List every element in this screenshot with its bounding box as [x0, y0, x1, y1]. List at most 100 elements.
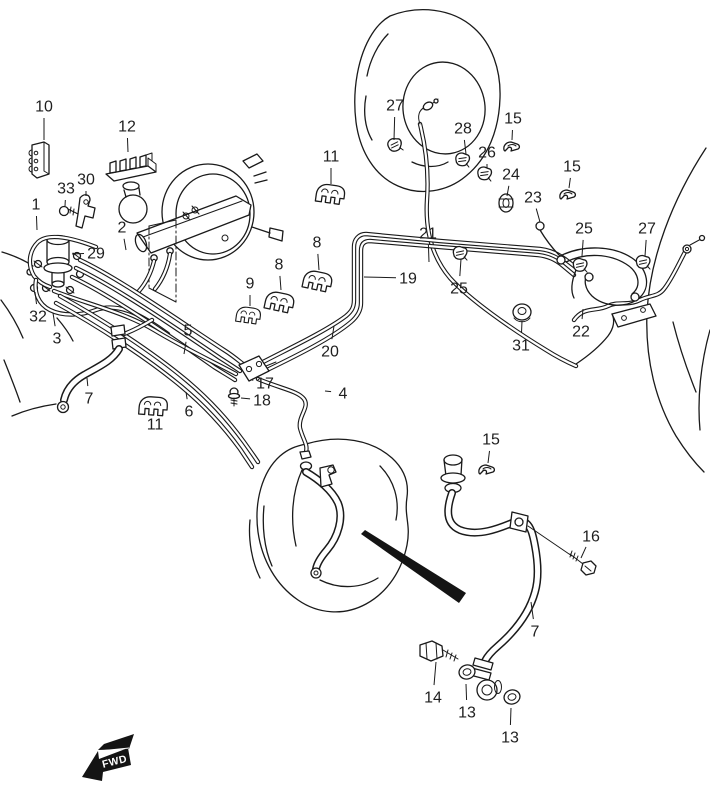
part-callout-5: 5 [184, 323, 193, 340]
leader-line-25 [459, 258, 462, 277]
clamp-8-right [301, 268, 334, 294]
bolt-33 [58, 205, 79, 217]
clamp-9 [235, 305, 262, 325]
leader-line-8 [317, 253, 320, 271]
leader-line-29 [71, 253, 85, 255]
part-callout-33: 33 [57, 181, 75, 198]
part-callout-25: 25 [575, 221, 593, 238]
part-callout-3: 3 [53, 331, 62, 348]
bracket-30 [75, 194, 96, 229]
clamp-comb-12 [105, 152, 157, 182]
leader-line-1 [35, 215, 38, 231]
leader-line-14 [433, 661, 437, 686]
leader-line-7 [530, 601, 534, 620]
leader-line-3 [52, 312, 56, 327]
part-callout-22: 22 [572, 324, 590, 341]
leader-line-15 [487, 450, 491, 464]
part-callout-2: 2 [118, 220, 127, 237]
pointer-arrow [361, 530, 466, 603]
part-callout-31: 31 [512, 338, 530, 355]
pipe-22-end-fitting [682, 234, 706, 254]
part-callout-15: 15 [563, 159, 581, 176]
front-right-brake-hose-7 [440, 454, 573, 701]
leader-line-2 [123, 238, 127, 251]
right-rear-fender-arcs [646, 147, 710, 473]
part-callout-23: 23 [524, 190, 542, 207]
part-callout-13: 13 [501, 730, 519, 747]
leader-line-7 [86, 377, 89, 387]
leader-line-25 [581, 239, 584, 257]
leader-line-13 [509, 707, 512, 726]
lspv-assembly [535, 221, 657, 365]
part-callout-32: 32 [29, 309, 47, 326]
pipe-junction-17 [238, 355, 277, 382]
leader-line-18 [240, 397, 251, 400]
part-callout-25: 25 [450, 281, 468, 298]
leader-line-5 [183, 341, 187, 355]
part-callout-29: 29 [87, 246, 105, 263]
clip-27-right [635, 254, 652, 270]
part-callout-11: 11 [323, 149, 340, 166]
part-callout-19: 19 [399, 271, 417, 288]
leader-line-4 [324, 390, 332, 393]
part-callout-6: 6 [185, 404, 194, 421]
part-callout-27: 27 [638, 221, 656, 238]
part-callout-20: 20 [321, 344, 339, 361]
leader-line-19 [363, 276, 397, 279]
leader-line-8 [279, 275, 282, 291]
clip-25-left [452, 245, 469, 261]
leader-line-23 [535, 208, 541, 223]
washer-13-a [458, 664, 476, 680]
left-fender-arcs [0, 251, 74, 417]
leader-line-22 [581, 308, 584, 320]
leader-line-13 [465, 683, 468, 701]
part-callout-28: 28 [454, 121, 472, 138]
bolt-18 [227, 387, 241, 407]
front-wheel [248, 438, 409, 613]
clamp-11-top [314, 182, 347, 206]
leader-line-6 [185, 391, 188, 400]
clamp-8-left [263, 289, 296, 315]
leader-line-27 [393, 116, 396, 141]
part-callout-30: 30 [77, 172, 95, 189]
part-callout-4: 4 [339, 386, 348, 403]
part-callout-14: 14 [424, 690, 442, 707]
front-left-brake-hose-7 [56, 324, 127, 414]
part-callout-8: 8 [313, 235, 322, 252]
part-callout-21: 21 [419, 226, 437, 243]
leader-line-16 [580, 546, 587, 559]
clip-block-10 [28, 141, 50, 179]
washer-13-b [503, 689, 521, 705]
clip-25-right [572, 257, 589, 273]
part-callout-27: 27 [386, 98, 404, 115]
leader-line-32 [34, 291, 38, 305]
leader-line-31 [521, 320, 523, 334]
leader-line-21 [427, 244, 430, 263]
clip-15-c [478, 464, 496, 475]
clamp-11-left [138, 395, 169, 417]
leader-line-28 [463, 139, 467, 155]
clip-28 [454, 151, 472, 168]
part-callout-26: 26 [478, 145, 496, 162]
bolt-14 [419, 640, 459, 662]
part-callout-16: 16 [582, 529, 600, 546]
part-callout-11: 11 [147, 417, 164, 434]
callout-layer: 1012333012293237115617188982041927112128… [29, 98, 656, 747]
rear-hose-fitting [418, 98, 439, 125]
bolt-16 [569, 550, 597, 576]
part-callout-15: 15 [504, 111, 522, 128]
grommet-24 [498, 193, 514, 213]
leader-line-12 [126, 137, 129, 153]
part-callout-10: 10 [35, 99, 53, 116]
part-callout-8: 8 [275, 257, 284, 274]
leader-line-15 [568, 177, 571, 189]
fwd-badge: FWD [82, 734, 134, 781]
part-callout-15: 15 [482, 432, 500, 449]
fwd-badge-text: FWD [101, 753, 129, 771]
master-cylinder [118, 181, 252, 303]
clip-15-a [503, 141, 521, 152]
leader-line-20 [331, 325, 335, 340]
clip-15-b [559, 189, 577, 200]
